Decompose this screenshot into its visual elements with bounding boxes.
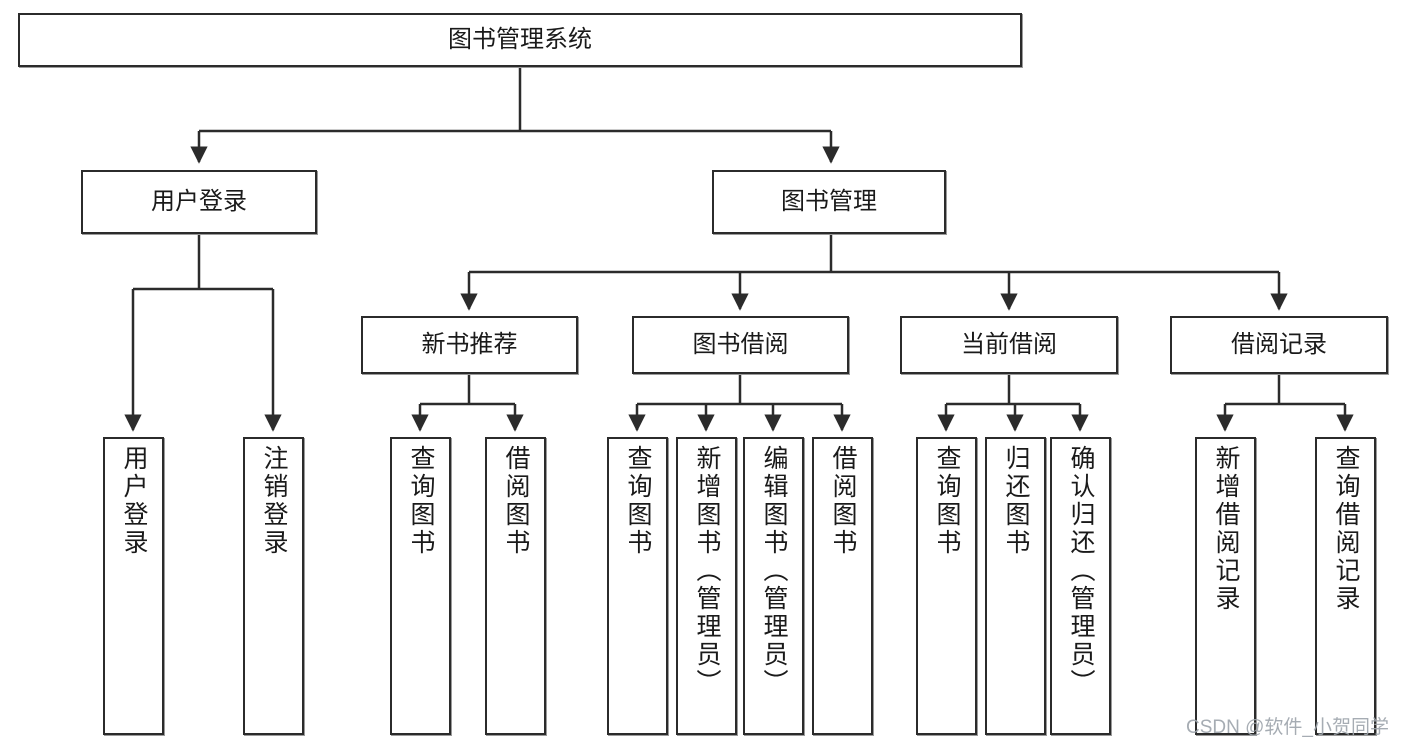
node-label: 编辑图书（管理员） — [760, 445, 788, 697]
node-label: 查询图书 — [933, 445, 961, 557]
node-borrow-record[interactable]: 借阅记录 — [1170, 316, 1388, 374]
node-leaf-add-borrow-record[interactable]: 新增借阅记录 — [1195, 437, 1256, 735]
node-label: 新增图书（管理员） — [693, 445, 721, 697]
node-root-book-management-system[interactable]: 图书管理系统 — [18, 13, 1022, 67]
node-leaf-borrow-book-2[interactable]: 借阅图书 — [812, 437, 873, 735]
node-leaf-query-book-1[interactable]: 查询图书 — [390, 437, 451, 735]
node-label: 图书管理 — [781, 187, 877, 215]
node-leaf-confirm-return-admin[interactable]: 确认归还（管理员） — [1050, 437, 1111, 735]
node-label: 查询图书 — [624, 445, 652, 557]
node-label: 注销登录 — [260, 445, 288, 557]
node-label: 新增借阅记录 — [1212, 445, 1240, 613]
node-leaf-return-book[interactable]: 归还图书 — [985, 437, 1046, 735]
node-label: 借阅图书 — [502, 445, 530, 557]
node-leaf-query-book-2[interactable]: 查询图书 — [607, 437, 668, 735]
node-label: 确认归还（管理员） — [1067, 445, 1095, 697]
node-label: 归还图书 — [1002, 445, 1030, 557]
node-new-book-recommend[interactable]: 新书推荐 — [361, 316, 578, 374]
csdn-watermark: CSDN @软件_小贺同学 — [1186, 717, 1389, 738]
node-label: 借阅图书 — [829, 445, 857, 557]
node-label: 图书管理系统 — [448, 25, 592, 53]
node-leaf-query-borrow-record[interactable]: 查询借阅记录 — [1315, 437, 1376, 735]
node-label: 当前借阅 — [961, 330, 1057, 358]
node-label: 用户登录 — [120, 445, 148, 557]
node-current-borrow[interactable]: 当前借阅 — [900, 316, 1118, 374]
node-leaf-query-book-3[interactable]: 查询图书 — [916, 437, 977, 735]
node-book-borrow[interactable]: 图书借阅 — [632, 316, 849, 374]
node-label: 借阅记录 — [1231, 330, 1327, 358]
node-label: 查询借阅记录 — [1332, 445, 1360, 613]
node-book-management[interactable]: 图书管理 — [712, 170, 946, 234]
node-leaf-user-login[interactable]: 用户登录 — [103, 437, 164, 735]
node-leaf-borrow-book-1[interactable]: 借阅图书 — [485, 437, 546, 735]
node-label: 查询图书 — [407, 445, 435, 557]
node-leaf-logout-login[interactable]: 注销登录 — [243, 437, 304, 735]
node-leaf-add-book-admin[interactable]: 新增图书（管理员） — [676, 437, 737, 735]
node-leaf-edit-book-admin[interactable]: 编辑图书（管理员） — [743, 437, 804, 735]
node-user-login[interactable]: 用户登录 — [81, 170, 317, 234]
node-label: 图书借阅 — [692, 330, 789, 358]
node-label: 用户登录 — [151, 187, 247, 215]
node-label: 新书推荐 — [421, 330, 518, 358]
